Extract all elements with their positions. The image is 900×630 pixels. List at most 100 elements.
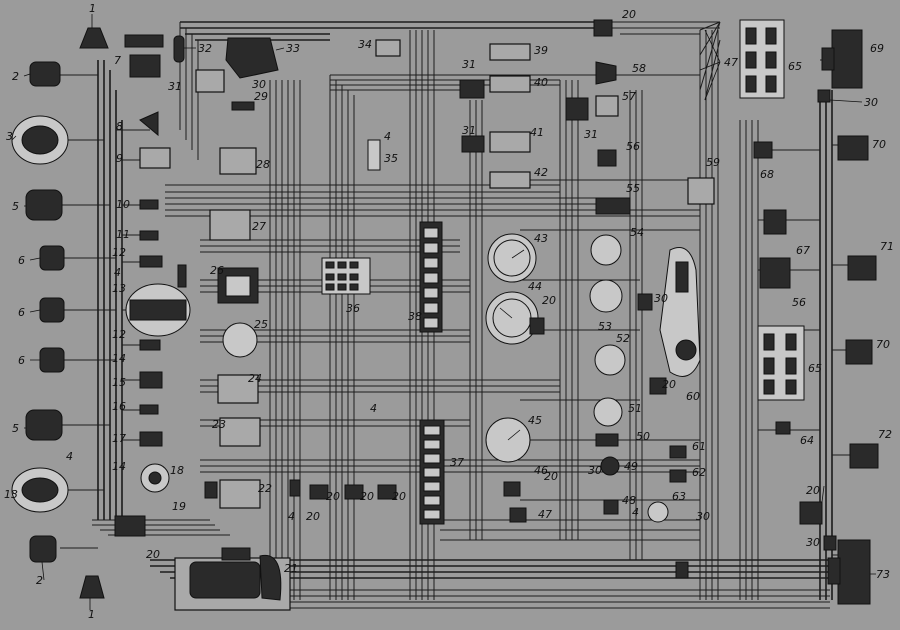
callout-39: 39 [534, 44, 548, 57]
rear-lamp-69 [831, 29, 863, 89]
callout-29: 29 [254, 90, 268, 103]
callout-30-b: 30 [588, 464, 602, 477]
connector-20j [799, 501, 823, 525]
connector-20a [114, 515, 146, 537]
sensor-12a [139, 255, 163, 268]
switch-34 [375, 39, 401, 57]
callout-1-bottom: 1 [88, 608, 95, 621]
connector-20b [309, 484, 329, 500]
callout-18: 18 [170, 464, 184, 477]
lamp-47a [509, 507, 527, 523]
callout-41: 41 [530, 126, 544, 139]
lamp-70a [837, 135, 869, 161]
callout-31-b: 31 [462, 58, 476, 71]
lamp-70b [845, 339, 873, 365]
turn-lamp-top [29, 61, 61, 87]
callout-1-top: 1 [89, 2, 96, 15]
sensor-15 [139, 371, 163, 389]
callout-71: 71 [880, 240, 894, 253]
gauge-52 [594, 344, 626, 376]
callout-30-e: 30 [864, 96, 878, 109]
wiring-harness [60, 21, 860, 609]
relay-23 [219, 417, 261, 447]
callout-labels: 1 2 3 5 6 6 6 5 4 13 2 1 7 8 9 10 11 12 … [4, 2, 894, 621]
callout-40: 40 [534, 76, 548, 89]
relay-31d [565, 97, 589, 121]
gauge-51 [593, 397, 623, 427]
sensor-12b [139, 339, 161, 351]
left-components [11, 27, 291, 611]
signal-8 [139, 111, 159, 137]
fuse-32 [173, 35, 185, 63]
wiper-switch-29 [231, 101, 255, 111]
horn-bottom [79, 575, 105, 599]
callout-47-a: 47 [538, 508, 552, 521]
callout-30-top: 30 [252, 78, 266, 91]
callout-25: 25 [254, 318, 268, 331]
callout-20-g: 20 [544, 470, 558, 483]
callout-42: 42 [534, 166, 548, 179]
switch-40 [489, 75, 531, 93]
right-components [739, 19, 879, 605]
callout-14-top: 14 [112, 352, 126, 365]
callout-17: 17 [112, 432, 126, 445]
callout-61: 61 [692, 440, 706, 453]
callout-14-bottom: 14 [112, 460, 126, 473]
relay-22 [219, 479, 261, 509]
callout-48: 48 [622, 494, 636, 507]
switch-42 [489, 171, 531, 189]
callout-38: 38 [408, 310, 422, 323]
connector-30f [823, 535, 837, 551]
relay-block-7 [124, 34, 164, 48]
lamp-71 [847, 255, 877, 281]
dashboard-components [459, 19, 715, 579]
gauge-25 [222, 322, 258, 358]
callout-51: 51 [628, 402, 642, 415]
lamp-58 [595, 61, 617, 85]
lamp-72 [849, 443, 879, 469]
callout-12-bottom: 12 [112, 328, 126, 341]
callout-47-b: 47 [724, 56, 738, 69]
callout-22: 22 [258, 482, 272, 495]
callout-13-alt: 13 [112, 282, 126, 295]
horn-top [79, 27, 109, 49]
sensor-10 [139, 199, 159, 210]
callout-4-upper: 4 [114, 266, 121, 279]
connector-20i [649, 377, 667, 395]
callout-10: 10 [116, 198, 130, 211]
connector-20h [593, 19, 613, 37]
relay-31b [459, 79, 485, 99]
callout-31-c: 31 [462, 124, 476, 137]
callout-45: 45 [528, 414, 542, 427]
callout-20-b: 20 [326, 490, 340, 503]
callout-43: 43 [534, 232, 548, 245]
callout-32: 32 [198, 42, 212, 55]
callout-24: 24 [248, 372, 262, 385]
callout-4-dash: 4 [632, 506, 639, 519]
switch-57 [595, 95, 619, 117]
callout-20-left: 20 [146, 548, 160, 561]
sensor-62 [669, 469, 687, 483]
callout-56-a: 56 [626, 140, 640, 153]
lamp-63 [647, 501, 669, 523]
callout-69: 69 [870, 42, 884, 55]
callout-52: 52 [616, 332, 630, 345]
callout-11: 11 [116, 228, 130, 241]
switch-9 [139, 147, 171, 169]
fog-lamp-bottom [25, 409, 63, 441]
relay-48 [603, 499, 619, 515]
connector-50 [595, 433, 619, 447]
sensor-11 [139, 230, 159, 241]
callout-19: 19 [172, 500, 186, 513]
gauge-54 [590, 234, 622, 266]
connector-4e [289, 479, 301, 497]
connector-30e [817, 89, 831, 103]
callout-56-b: 56 [792, 296, 806, 309]
sensor-55 [595, 197, 631, 215]
relay-59 [687, 177, 715, 205]
callout-36: 36 [346, 302, 360, 315]
callout-59: 59 [706, 156, 720, 169]
callout-49: 49 [624, 460, 638, 473]
relay-56b [759, 257, 791, 289]
callout-12-top: 12 [112, 246, 126, 259]
